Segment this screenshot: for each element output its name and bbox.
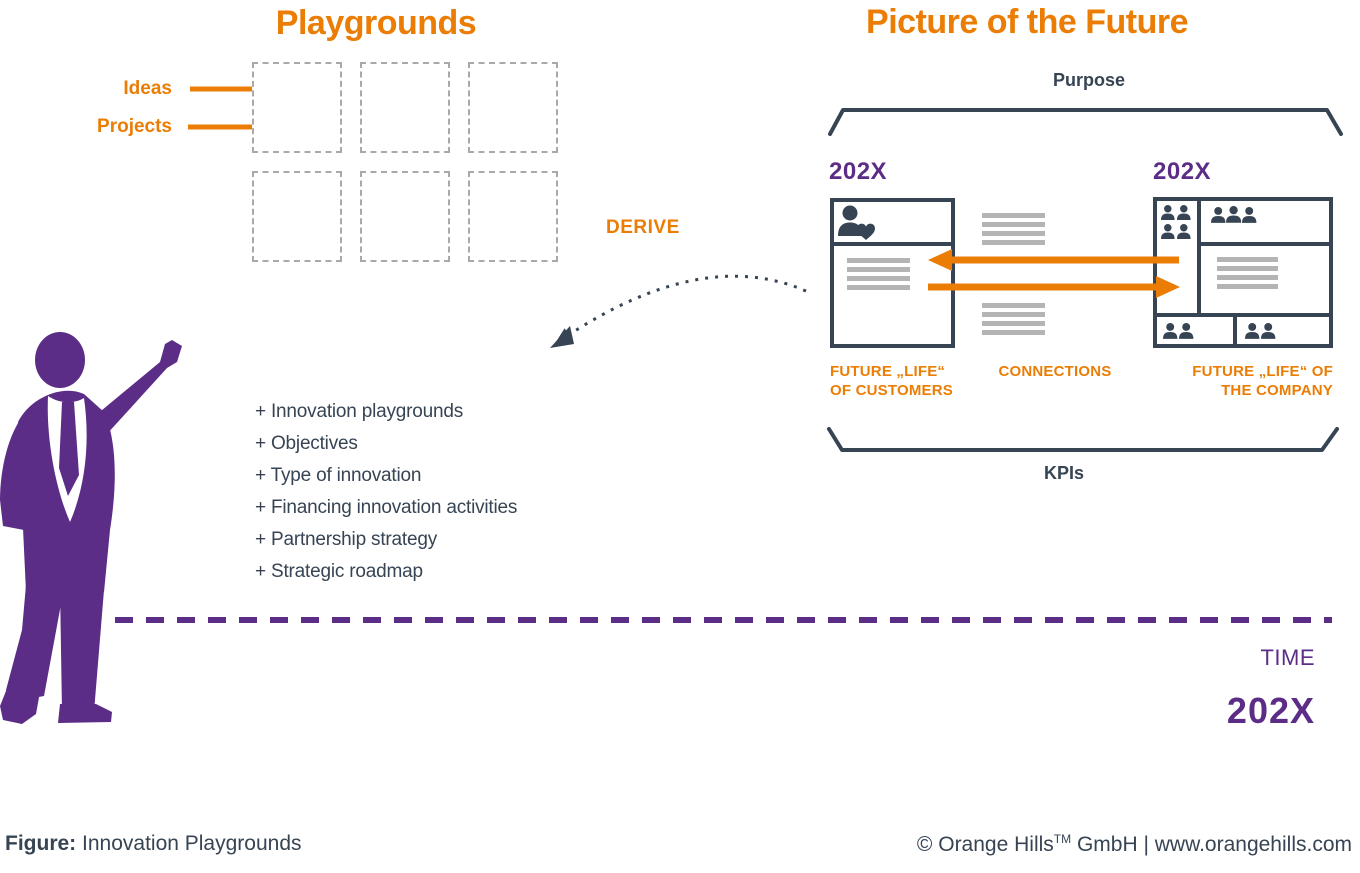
projects-label: Projects (97, 116, 172, 137)
text-lines (847, 258, 910, 294)
list-item: + Objectives (255, 433, 358, 454)
team-pair-icon (1245, 323, 1276, 339)
list-item: + Financing innovation activities (255, 497, 518, 518)
derive-curved-arrow-icon (550, 274, 807, 348)
exchange-arrows-icon (928, 249, 1180, 298)
derive-label: DERIVE (606, 217, 680, 238)
list-item: + Innovation playgrounds (255, 401, 464, 422)
ideas-label: Ideas (123, 78, 172, 99)
picture-of-the-future-title: Picture of the Future (866, 3, 1188, 41)
list-item: + Partnership strategy (255, 529, 438, 550)
connections-caption: CONNECTIONS (998, 363, 1112, 380)
year-company: 202X (1153, 158, 1212, 185)
brand-suffix: GmbH | www.orangehills.com (1076, 833, 1352, 856)
customer-heart-icon (838, 205, 875, 240)
canvas-divider (834, 242, 951, 246)
company-canvas (1153, 197, 1333, 348)
playground-cell (360, 62, 450, 153)
canvas-divider (1157, 313, 1329, 317)
team-pair-icon (1163, 323, 1194, 339)
derive-list: + Innovation playgrounds + Objectives + … (255, 396, 517, 588)
purpose-label: Purpose (1052, 70, 1126, 90)
year-customers: 202X (829, 158, 888, 185)
purpose-bracket-icon (828, 108, 1343, 136)
brand-name: © Orange Hills (916, 833, 1054, 856)
connections-text-lines-top (982, 213, 1045, 249)
team-grid-icon (1161, 205, 1191, 239)
playgrounds-title: Playgrounds (275, 4, 477, 42)
customers-canvas (830, 198, 955, 348)
timeline-year: 202X (1226, 690, 1315, 731)
list-item: + Strategic roadmap (255, 561, 423, 582)
figure-caption-text: Innovation Playgrounds (82, 832, 302, 855)
kpis-label: KPIs (1043, 463, 1085, 483)
timeline-dashed-line (115, 617, 1332, 623)
connections-text-lines-bottom (982, 303, 1045, 339)
playground-cell (468, 62, 558, 153)
text-lines (1217, 257, 1278, 293)
trademark-symbol: TM (1053, 832, 1072, 846)
playground-cell (252, 170, 342, 262)
presenter-silhouette-icon (0, 332, 182, 724)
canvas-divider (1197, 201, 1201, 313)
company-caption: FUTURE „LIFE“ OF THE COMPANY (1192, 363, 1333, 399)
figure-caption: Figure: Innovation Playgrounds (5, 832, 302, 856)
playground-cell (468, 170, 558, 262)
figure-caption-label: Figure: (5, 832, 77, 855)
copyright: © Orange HillsTM GmbH | www.orangehills.… (800, 832, 1352, 857)
customers-caption: FUTURE „LIFE“ OF CUSTOMERS (830, 363, 953, 399)
list-item: + Type of innovation (255, 465, 422, 486)
playground-grid (252, 62, 558, 262)
team-of-three-icon (1211, 206, 1257, 223)
playground-cell (360, 170, 450, 262)
time-label: TIME (1260, 645, 1315, 670)
canvas-divider (1233, 317, 1237, 344)
playground-cell (252, 62, 342, 153)
canvas-divider (1201, 242, 1329, 246)
kpis-bracket-icon (827, 427, 1339, 452)
